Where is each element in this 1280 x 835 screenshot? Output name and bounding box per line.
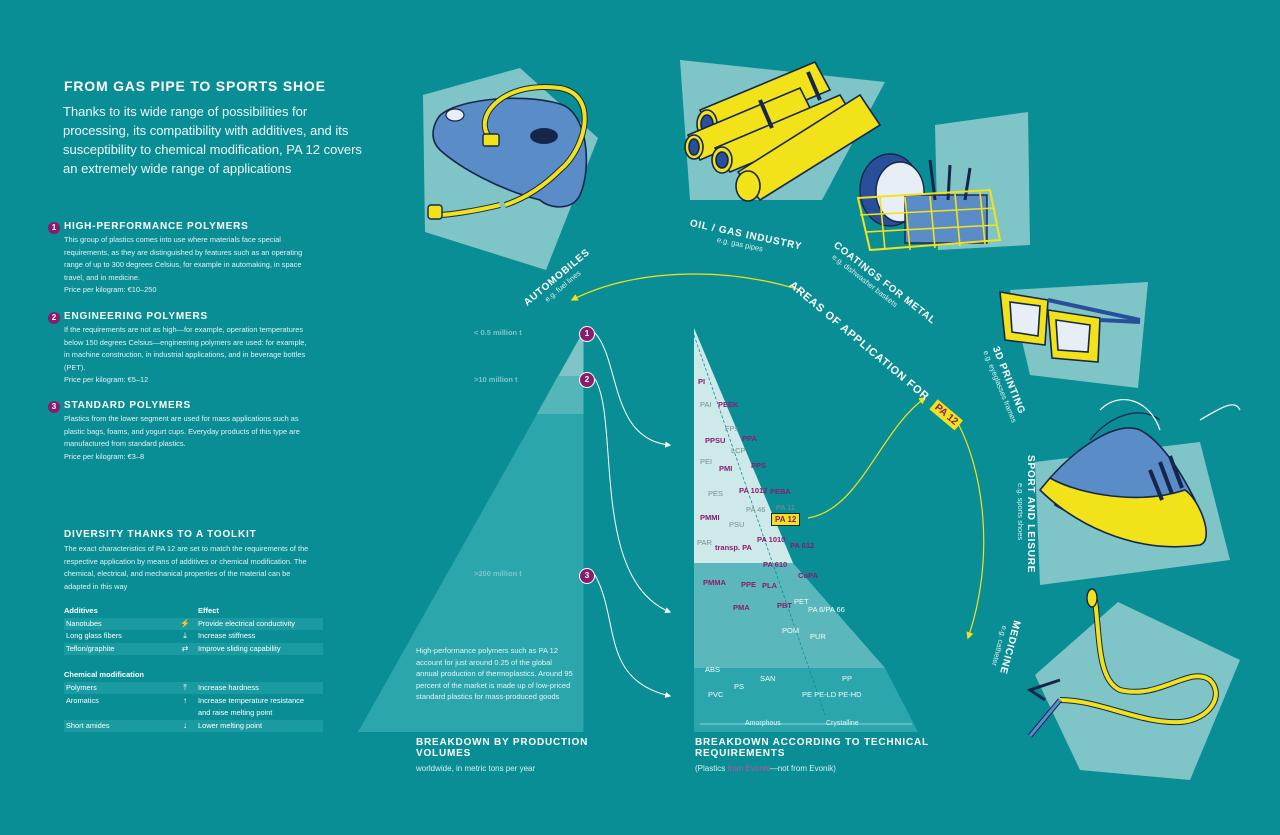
plastic-label: PA 6/PA 66 (808, 605, 845, 614)
tier-standard (694, 668, 918, 732)
plastic-label: PEI (700, 457, 713, 466)
section-number-badge: 1 (48, 222, 60, 234)
plastic-label: POM (782, 626, 800, 635)
technical-title: BREAKDOWN ACCORDING TO TECHNICAL REQUIRE… (695, 737, 929, 759)
table-row: Aromatics ↑ Increase temperature resista… (66, 696, 304, 717)
plastic-label-evonik: PMMA (703, 578, 726, 587)
section-number-badge: 2 (48, 312, 60, 324)
plastic-label-evonik: PPS (751, 461, 767, 470)
plastic-label-evonik: PA 610 (763, 560, 788, 569)
section-title: HIGH-PERFORMANCE POLYMERS (64, 221, 249, 232)
lightning-icon: ⚡ (180, 619, 190, 628)
tier-3-label: >200 million t (474, 569, 522, 578)
production-note: High-performance polymers such as PA 12 … (416, 646, 573, 701)
tier-2-badge: 2 (579, 372, 595, 388)
plastic-label: PS (734, 682, 745, 691)
hardness-icon: ⤒ (183, 683, 187, 692)
plastic-label: PE PE-LD PE-HD (802, 690, 862, 699)
crystalline-label: Crystalline (826, 720, 859, 727)
plastic-label-evonik: PEEK (718, 400, 739, 409)
plastic-label-evonik: PPSU (705, 436, 726, 445)
plastic-label: PVC (708, 690, 724, 699)
toolkit-body: The exact characteristics of PA 12 are s… (64, 544, 309, 591)
gas-pipes-illustration (684, 60, 882, 202)
plastic-label-evonik: PPE (741, 580, 757, 589)
table-row: Short amides ↓ Lower melting point (64, 720, 323, 732)
tier-3-badge: 3 (579, 568, 595, 584)
plastic-label-evonik: PBT (777, 601, 792, 610)
plastic-label: SAN (760, 674, 776, 683)
intro-text: Thanks to its wide range of possibilitie… (63, 104, 362, 176)
effect-header: Effect (198, 606, 219, 615)
sports-shoe-illustration (1038, 399, 1241, 548)
production-subtitle: worldwide, in metric tons per year (416, 764, 536, 773)
section-body: If the requirements are not as high—for … (64, 325, 307, 384)
tier-1-badge: 1 (579, 326, 595, 342)
tier-engineering (694, 563, 885, 668)
plastic-label-evonik: PA 1012 (739, 486, 768, 495)
tier-2-fill (537, 376, 584, 414)
fuel-tank-illustration (427, 83, 588, 220)
section-engineering: 2 ENGINEERING POLYMERS If the requiremen… (48, 311, 308, 387)
amorphous-label: Amorphous (745, 720, 781, 727)
plastic-label: PAR (697, 538, 712, 547)
plastic-label-evonik: PPA (742, 434, 757, 443)
catheter-illustration (1026, 588, 1219, 738)
production-title: BREAKDOWN BY PRODUCTION VOLUMES (416, 737, 589, 759)
plastic-label: PP (842, 674, 853, 683)
dish-basket-illustration (856, 153, 1002, 252)
plastic-label-evonik: PEBA (770, 487, 791, 496)
plastic-label-evonik: CoPA (798, 571, 818, 580)
eyeglasses-illustration (999, 291, 1141, 363)
plastic-label: ABS (705, 665, 721, 674)
chem-header: Chemical modification (64, 670, 145, 679)
stiffness-icon: ⤓ (183, 631, 187, 640)
plastic-label-evonik: PMI (719, 464, 733, 473)
plastic-label: PA 11 (776, 503, 795, 512)
plastic-label: PUR (810, 632, 826, 641)
toolkit-title: DIVERSITY THANKS TO A TOOLKIT (64, 529, 257, 540)
plastic-label: PA 46 (746, 505, 766, 514)
app-sport: SPORT AND LEISURE e.g. sports shoes (1016, 455, 1036, 574)
section-high-performance: 1 HIGH-PERFORMANCE POLYMERS This group o… (48, 221, 308, 297)
technical-pyramid (693, 328, 918, 732)
table-row: Polymers ⤒ Increase hardness (64, 682, 323, 694)
tier-high-perf (694, 328, 793, 563)
section-body: Plastics from the lower segment are used… (64, 414, 300, 461)
technical-subtitle: (Plastics from Evonik—not from Evonik) (695, 764, 836, 773)
plastic-label-evonik: PLA (762, 581, 777, 590)
thermometer-down-icon: ↓ (183, 721, 187, 730)
plastic-label: PSU (729, 520, 745, 529)
sliding-icon: ⇄ (181, 644, 189, 653)
section-title: STANDARD POLYMERS (64, 400, 191, 411)
plastic-label-evonik: PMA (733, 603, 750, 612)
section-body: This group of plastics comes into use wh… (64, 235, 303, 294)
section-number-badge: 3 (48, 401, 60, 413)
page-title: FROM GAS PIPE TO SPORTS SHOE (64, 78, 326, 94)
plastic-label-evonik: PI (698, 377, 706, 386)
plastic-label: PES (708, 489, 724, 498)
plastic-label: PET (794, 597, 809, 606)
plastic-label-evonik: transp. PA (715, 543, 752, 552)
section-title: ENGINEERING POLYMERS (64, 311, 208, 322)
table-row: Teflon/graphite ⇄ Improve sliding capabi… (64, 643, 323, 655)
plastic-label: LCP (731, 446, 746, 455)
tier-1-label: < 0.5 million t (474, 328, 522, 337)
tier-2-label: >10 million t (474, 375, 518, 384)
tier-3-fill (358, 414, 584, 732)
plastic-label-evonik: PA 612 (790, 541, 815, 550)
table-row: Nanotubes ⚡ Provide electrical conductiv… (64, 618, 323, 630)
plastic-label-evonik: PMMI (700, 513, 720, 522)
table-row: Long glass fibers ⤓ Increase stiffness (66, 631, 256, 640)
thermometer-up-icon: ↑ (183, 696, 187, 705)
plastic-label-evonik: PA 1010 (757, 535, 786, 544)
additives-header: Additives (64, 606, 98, 615)
amorphous-crystalline-divider (693, 334, 826, 716)
plastic-label: FPs (725, 424, 739, 433)
production-pyramid (358, 330, 585, 732)
section-standard: 3 STANDARD POLYMERS Plastics from the lo… (48, 400, 308, 463)
pa12-marker: PA 12 (771, 513, 801, 526)
plastic-label: PAI (700, 400, 712, 409)
